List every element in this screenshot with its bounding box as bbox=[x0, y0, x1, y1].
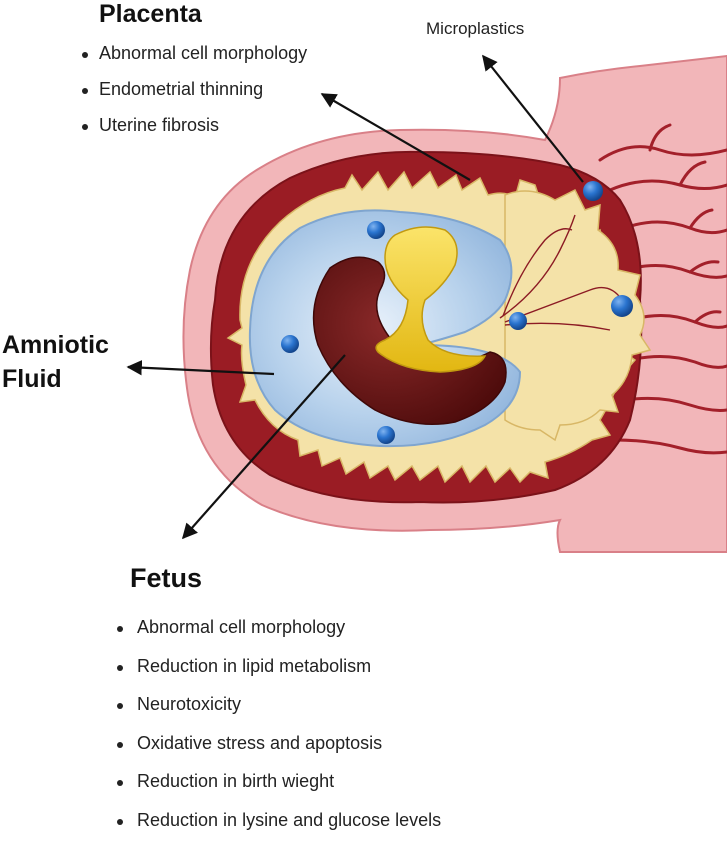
bullet-icon bbox=[117, 665, 123, 671]
bullet-icon bbox=[117, 626, 123, 632]
list-item: Abnormal cell morphology bbox=[82, 43, 307, 79]
amniotic-fluid-title: Amniotic Fluid bbox=[2, 328, 109, 396]
list-item: Reduction in lipid metabolism bbox=[117, 656, 441, 695]
list-item: Reduction in birth wieght bbox=[117, 771, 441, 810]
bullet-icon bbox=[82, 124, 88, 130]
microplastics-label: Microplastics bbox=[426, 19, 524, 39]
microplastic-bead-icon bbox=[611, 295, 633, 317]
microplastic-bead-icon bbox=[583, 181, 603, 201]
microplastic-bead-icon bbox=[509, 312, 527, 330]
bullet-icon bbox=[117, 703, 123, 709]
bullet-icon bbox=[82, 52, 88, 58]
microplastic-bead-icon bbox=[377, 426, 395, 444]
bullet-icon bbox=[117, 819, 123, 825]
list-item: Abnormal cell morphology bbox=[117, 617, 441, 656]
list-item: Uterine fibrosis bbox=[82, 115, 307, 151]
bullet-icon bbox=[82, 88, 88, 94]
list-item: Reduction in lysine and glucose levels bbox=[117, 810, 441, 848]
list-item: Oxidative stress and apoptosis bbox=[117, 733, 441, 772]
microplastic-bead-icon bbox=[281, 335, 299, 353]
fetus-effects-list: Abnormal cell morphology Reduction in li… bbox=[117, 617, 441, 848]
list-item: Neurotoxicity bbox=[117, 694, 441, 733]
list-item: Endometrial thinning bbox=[82, 79, 307, 115]
fetus-title: Fetus bbox=[130, 563, 202, 594]
bullet-icon bbox=[117, 780, 123, 786]
bullet-icon bbox=[117, 742, 123, 748]
placenta-effects-list: Abnormal cell morphology Endometrial thi… bbox=[82, 43, 307, 151]
microplastic-bead-icon bbox=[367, 221, 385, 239]
placenta-title: Placenta bbox=[99, 0, 202, 29]
